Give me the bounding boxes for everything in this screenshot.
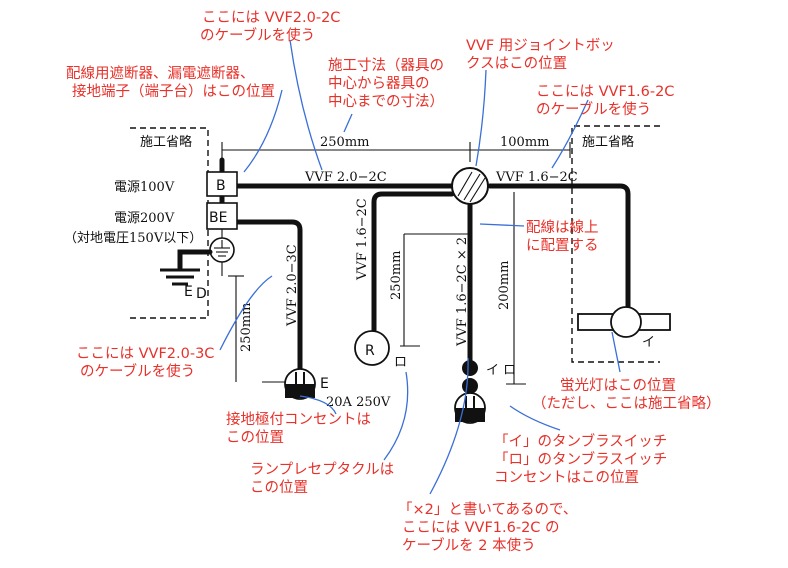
outlet-rating: 20A 250V [326,395,391,410]
annotation-line: VVF 用ジョイントボッ [466,37,615,54]
annotation-line: 施工寸法（器具の [328,57,444,74]
annotation-line: クスはこの位置 [466,55,567,72]
annotation-earth-outlet: 接地極付コンセントは この位置 [226,411,371,446]
annotation-line: 「イ」のタンブラスイッチ [494,432,667,450]
breaker-be: BE [206,202,238,230]
cable-x2-label: VVF 1.6−2C × 2 [455,237,470,347]
annotation-line: ここには VVF2.0-2C [202,10,340,26]
annotation-line: この位置 [250,479,308,496]
annotation-line: に配置する [526,237,599,254]
receptacle-ro: ロ [394,355,407,370]
annotation-line: 「ロ」のタンブラスイッチ [494,450,667,468]
earth-symbol-icon: E D [160,249,213,302]
receptacle-symbol: R [365,343,375,359]
annotation-line: （ただし、ここは施工省略） [532,395,721,412]
lamp-receptacle-icon: R ロ [354,330,407,370]
cable-r-label: VVF 1.6−2C [355,198,370,281]
annotation-on-line: 配線は線上 に配置する [526,219,599,254]
annotation-line: 中心から器具の [328,75,430,92]
switch-labels: イ ロ [486,363,516,378]
cable-right-label: VVF 1.6−2C [495,170,578,185]
dim-200: 200mm [497,261,512,310]
breaker-b-label: B [216,178,226,194]
dim-100-top: 100mm [500,135,549,150]
annotation-vvf20-top: ここには VVF2.0-2C のケーブルを使う [200,10,340,44]
annotation-line: ケーブルを 2 本使う [402,536,536,554]
dim-250-top: 250mm [320,135,369,150]
ground-sub: D [196,286,207,302]
annotation-line: のケーブルを使う [200,26,315,44]
annotation-line: ここには VVF1.6-2C の [402,520,560,536]
annotation-line: 接地極付コンセントは [226,411,371,428]
switch-outlet-icon: イ ロ [454,360,516,424]
annotation-line: のケーブルを使う [80,362,195,380]
annotation-breaker: 配線用遮断器、漏電遮断器、 接地端子（端子台）はこの位置 [66,65,275,100]
breaker-be-label: BE [209,210,227,226]
annotation-line: コンセントはこの位置 [494,469,639,486]
dimension-top: 250mm 100mm [221,135,571,162]
source-100v: 電源100V [114,180,175,195]
omit-label-right: 施工省略 [582,134,634,150]
wiring [219,157,631,373]
annotation-receptacle: ランプレセプタクルは この位置 [250,461,394,496]
annotation-switches: 「イ」のタンブラスイッチ 「ロ」のタンブラスイッチ コンセントはこの位置 [494,432,667,486]
omit-label-left: 施工省略 [140,134,192,150]
ground-terminal-icon [209,229,235,276]
breaker-b: B [206,171,238,197]
ground-label: E [184,284,193,300]
annotation-dimension: 施工寸法（器具の 中心から器具の 中心までの寸法） [328,57,444,110]
dimension-200: 200mm [497,192,526,385]
source-200v: 電源200V [114,211,175,226]
annotation-line: 配線用遮断器、漏電遮断器、 [66,65,255,82]
dimension-250-outlet: 250mm [228,275,290,383]
dim-250-r: 250mm [389,251,404,300]
annotation-line: 蛍光灯はこの位置 [560,377,676,394]
annotation-vvf20-3c: ここには VVF2.0-3C のケーブルを使う [76,346,214,380]
annotation-line: 中心までの寸法） [328,93,444,110]
annotation-line: のケーブルを使う [536,100,651,118]
annotation-arrows [219,39,621,495]
dimension-250-receptacle: 250mm [389,233,470,347]
annotation-joint-box: VVF 用ジョイントボッ クスはこの位置 [466,37,615,72]
annotation-vvf16: ここには VVF1.6-2C のケーブルを使う [536,84,674,118]
annotation-line: 配線は線上 [526,219,599,236]
earth-outlet-icon: E 20A 250V [284,368,391,410]
joint-box-icon [451,167,489,205]
outlet-e: E [320,376,329,392]
annotation-line: ランプレセプタクルは [250,461,394,478]
source-200v-note: （対地電圧150V以下） [64,231,202,246]
annotation-x2: 「×2」と書いてあるので、 ここには VVF1.6-2C の ケーブルを 2 本… [398,501,577,554]
cable-main-label: VVF 2.0−2C [304,170,387,185]
annotation-line: ここには VVF1.6-2C [536,84,674,100]
annotation-line: 接地端子（端子台）はこの位置 [72,83,275,100]
annotation-line: 「×2」と書いてあるので、 [398,501,577,518]
annotation-fluorescent: 蛍光灯はこの位置 （ただし、ここは施工省略） [532,377,721,412]
cable-3c-label: VVF 2.0−3C [285,244,300,327]
annotation-line: この位置 [226,429,284,446]
annotation-line: ここには VVF2.0-3C [76,346,214,362]
omit-box-right: 施工省略 [571,125,660,363]
dim-250-out: 250mm [239,303,254,352]
lamp-i: イ [642,335,655,350]
fluorescent-lamp-icon: イ [577,306,671,350]
